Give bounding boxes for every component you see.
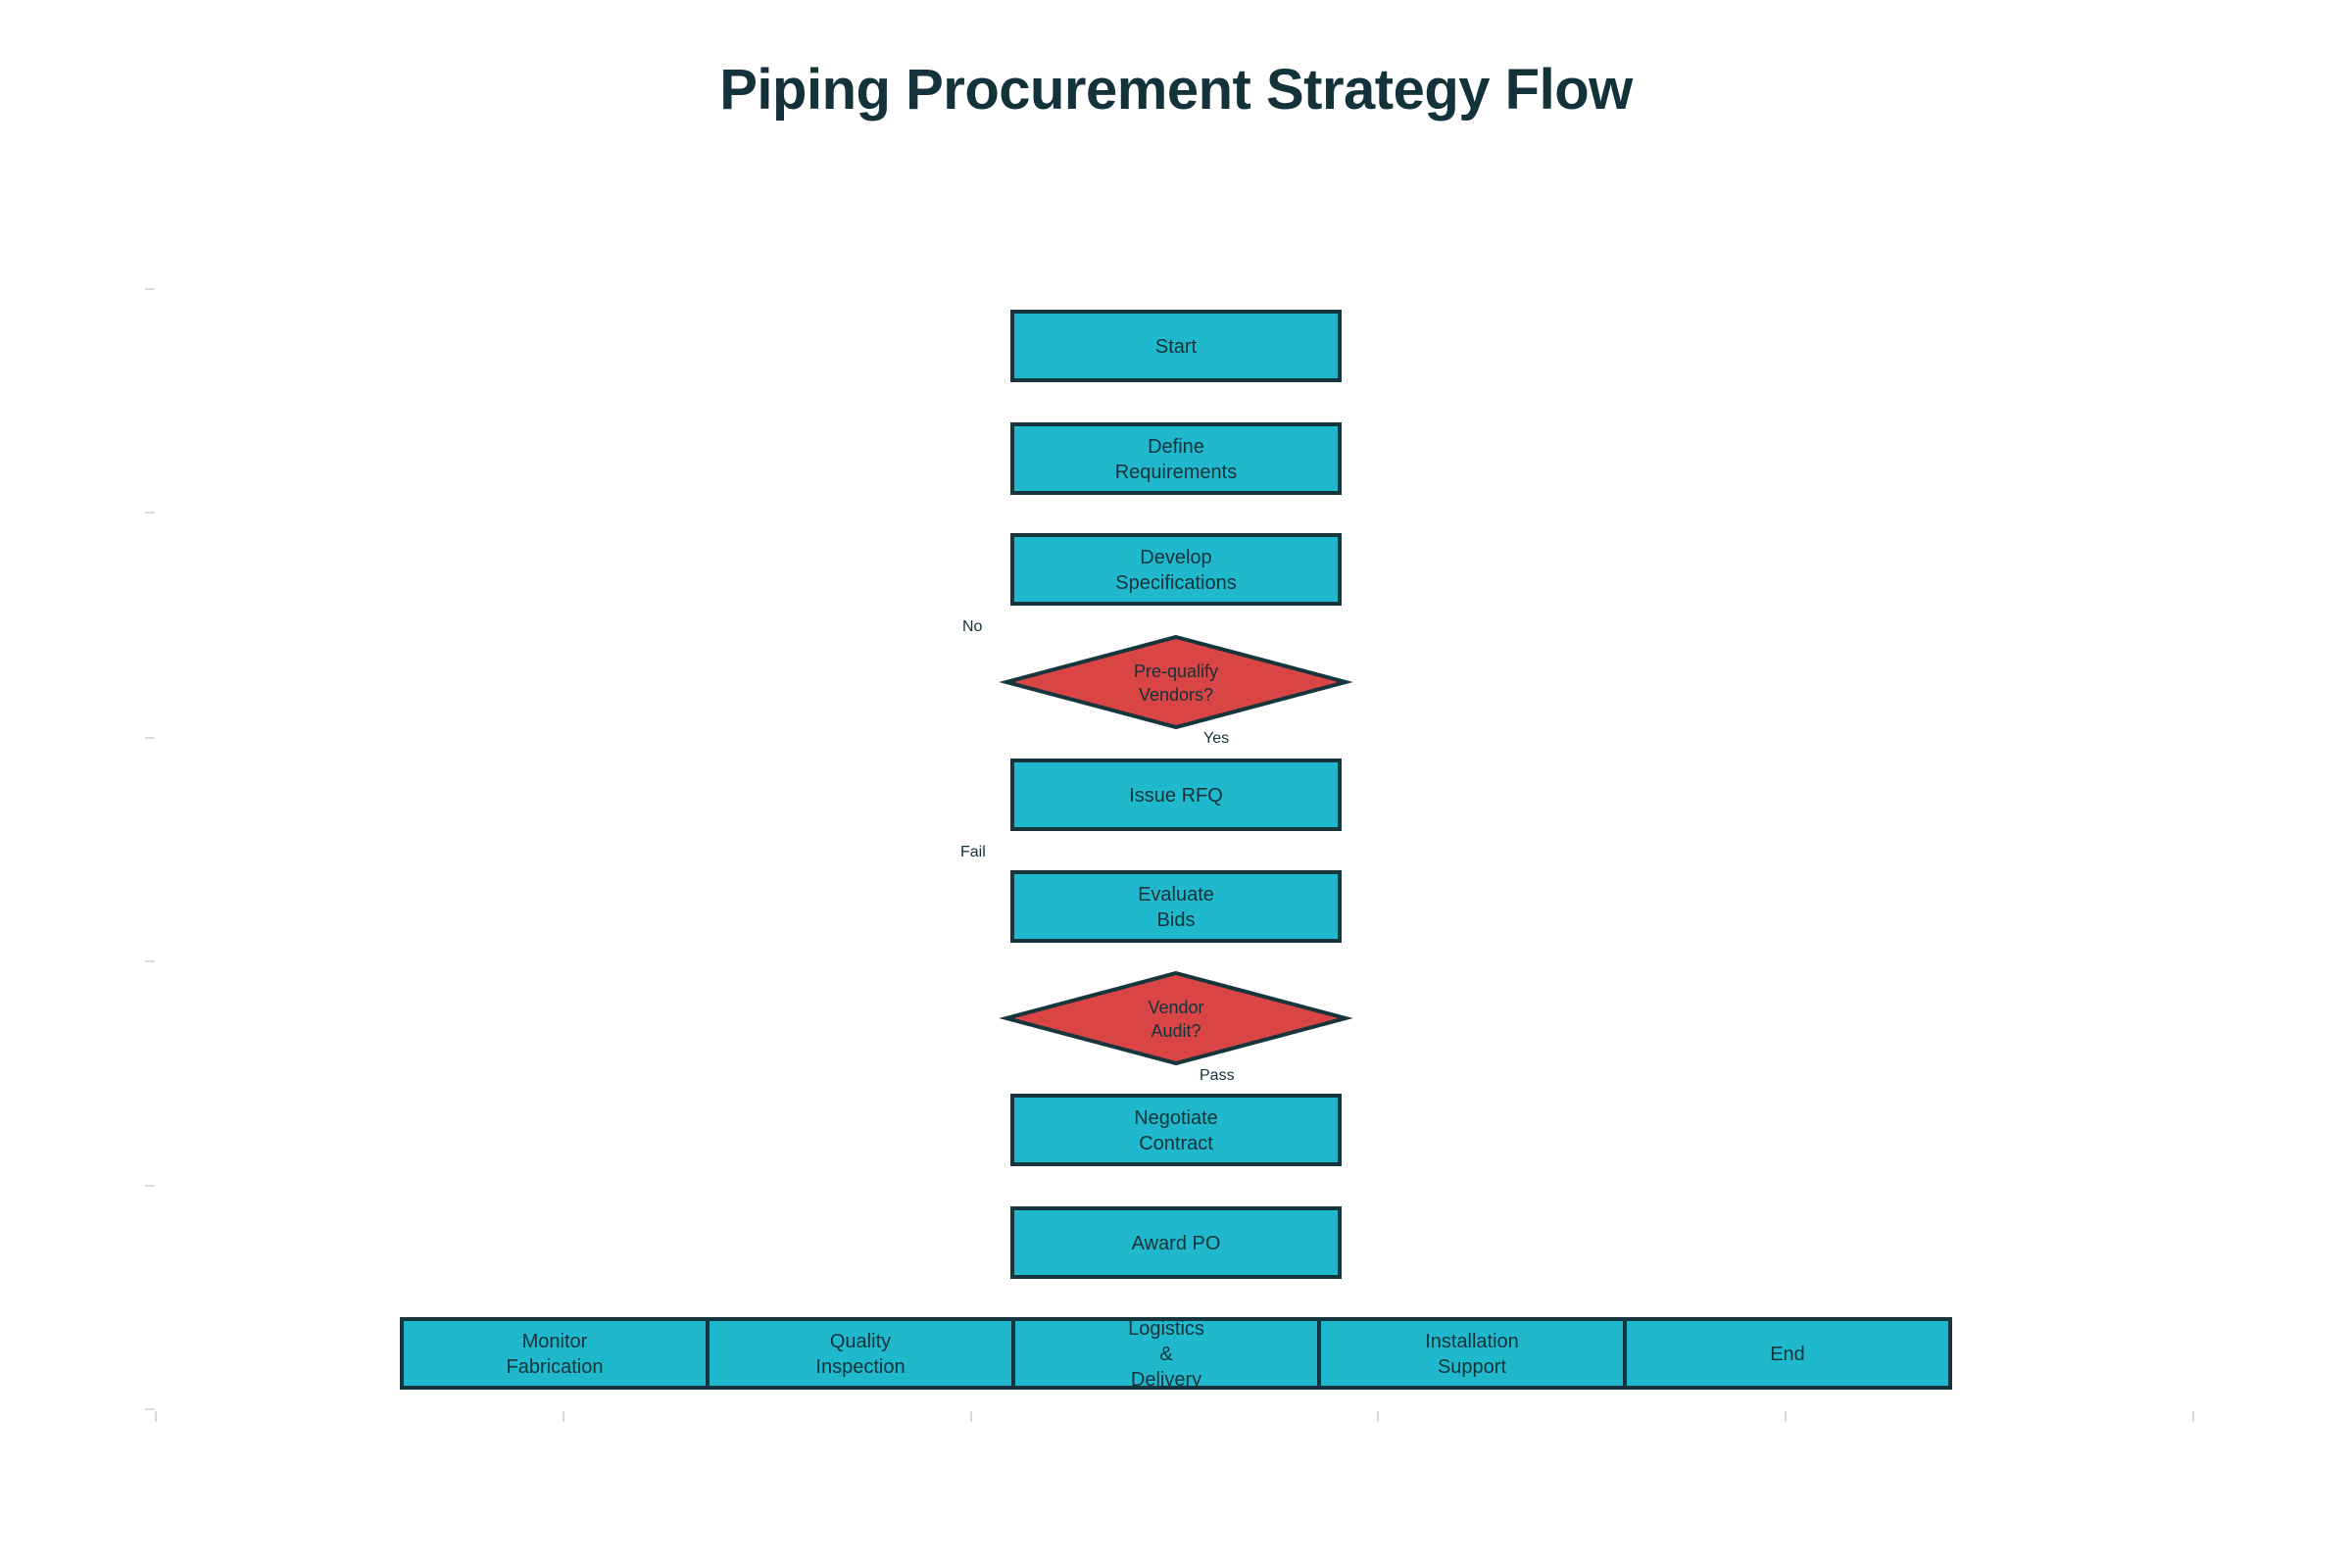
node-label: Issue RFQ <box>1129 785 1223 807</box>
node-label: Vendors? <box>1139 685 1213 705</box>
edge-label-no: No <box>962 618 983 635</box>
node-label: Pre-qualify <box>1134 662 1218 681</box>
node-label: Negotiate <box>1134 1107 1218 1129</box>
node-label: Contract <box>1139 1133 1213 1154</box>
decision-diamond <box>999 634 1353 730</box>
node-label: Support <box>1438 1356 1506 1378</box>
node-label: Define <box>1148 436 1204 458</box>
node-label: Delivery <box>1131 1369 1201 1391</box>
node-label: Fabrication <box>507 1356 604 1378</box>
axis-ticks <box>145 288 2194 1422</box>
node-label: Develop <box>1140 547 1211 568</box>
node-logistics[interactable]: Logistics & Delivery <box>1011 1317 1321 1391</box>
node-label: Evaluate <box>1138 884 1214 906</box>
node-label: Quality <box>830 1331 891 1352</box>
process-box <box>1623 1317 1952 1390</box>
process-box <box>1010 533 1342 606</box>
process-box <box>1010 870 1342 943</box>
process-box <box>1010 759 1342 831</box>
diagram-title: Piping Procurement Strategy Flow <box>719 58 1633 122</box>
node-label: End <box>1770 1344 1805 1365</box>
process-box <box>1010 310 1342 382</box>
process-box <box>1317 1317 1627 1390</box>
node-rfq[interactable]: Issue RFQ <box>1010 759 1342 831</box>
node-label: Specifications <box>1115 572 1236 594</box>
process-box <box>1010 422 1342 495</box>
node-label: Award PO <box>1132 1233 1221 1254</box>
node-label: Inspection <box>815 1356 905 1378</box>
process-box <box>1010 1094 1342 1166</box>
decision-diamond <box>999 970 1353 1066</box>
flow-nodes: StartDefineRequirementsDevelopSpecificat… <box>400 310 1952 1391</box>
process-box <box>706 1317 1015 1390</box>
edge-label-yes: Yes <box>1203 730 1229 747</box>
process-box <box>400 1317 710 1390</box>
node-label: Monitor <box>522 1331 588 1352</box>
node-award[interactable]: Award PO <box>1010 1206 1342 1279</box>
node-end[interactable]: End <box>1623 1317 1952 1390</box>
node-start[interactable]: Start <box>1010 310 1342 382</box>
node-label: Audit? <box>1151 1021 1200 1041</box>
node-label: & <box>1159 1344 1173 1365</box>
node-label: Bids <box>1157 909 1196 931</box>
node-label: Installation <box>1425 1331 1519 1352</box>
node-label: Requirements <box>1115 462 1238 483</box>
node-label: Vendor <box>1148 998 1203 1017</box>
node-label: Start <box>1155 336 1198 358</box>
edge-label-fail: Fail <box>960 844 986 860</box>
node-label: Logistics <box>1128 1318 1204 1340</box>
process-box <box>1010 1206 1342 1279</box>
edge-label-pass: Pass <box>1200 1067 1235 1084</box>
